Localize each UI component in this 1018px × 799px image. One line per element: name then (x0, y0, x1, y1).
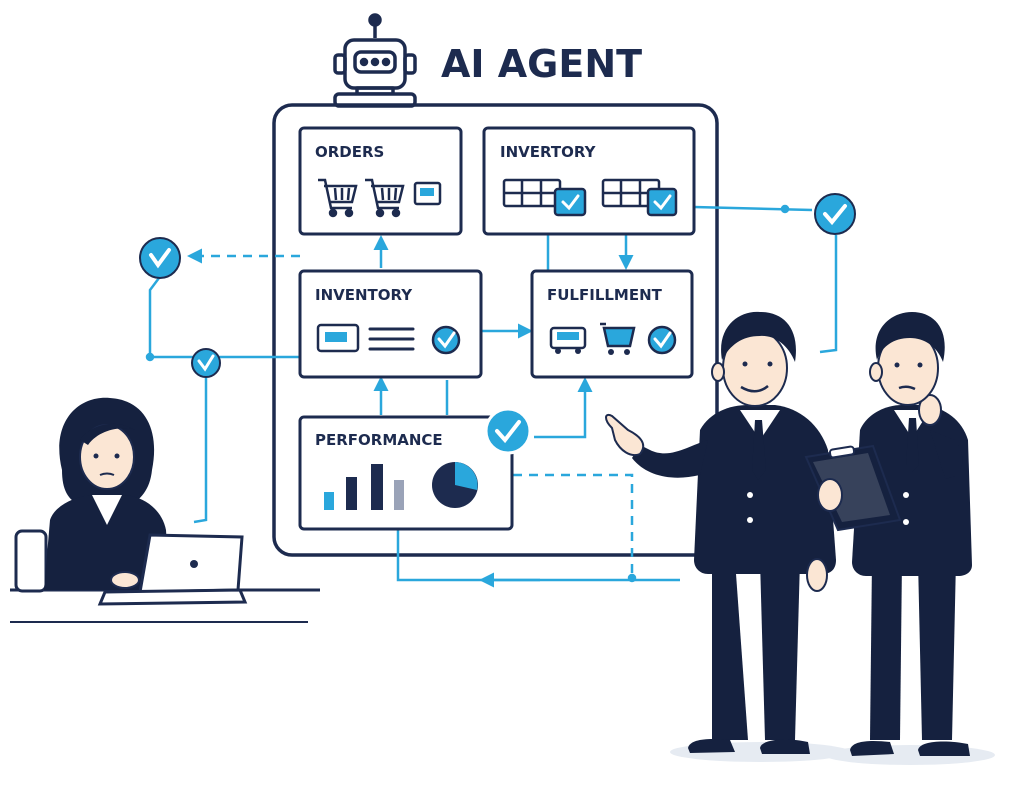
module-invertory: INVERTORY (482, 126, 696, 236)
check-badge-icon (647, 325, 677, 355)
delivery-truck-icon (549, 326, 587, 354)
check-circle-icon (139, 237, 181, 279)
module-invertory-label: INVERTORY (500, 143, 597, 161)
cart-icon (600, 322, 636, 355)
robot-icon (333, 13, 417, 108)
check-circle-icon (484, 407, 532, 455)
workflow-connections (145, 204, 838, 588)
presenter-man (605, 311, 850, 762)
shopping-cart-icon (365, 178, 405, 218)
check-badge-icon (431, 325, 461, 355)
screen-icon (413, 181, 442, 206)
module-performance-label: PERFORMANCE (315, 431, 443, 449)
module-fulfillment-label: FULFILLMENT (547, 286, 663, 304)
screen-icon (316, 323, 360, 353)
agent-frame (272, 103, 719, 557)
shopping-cart-icon (318, 178, 358, 218)
pie-chart-icon (432, 462, 478, 508)
module-fulfillment: FULFILLMENT (530, 269, 694, 379)
bar-chart-icon (324, 464, 404, 510)
woman-at-laptop (10, 397, 320, 623)
list-lines-icon (368, 327, 415, 351)
check-box-icon (553, 187, 587, 217)
thinking-man (804, 312, 995, 765)
module-performance: PERFORMANCE (298, 415, 514, 531)
module-orders-label: ORDERS (315, 143, 384, 161)
check-circle-icon (814, 193, 856, 235)
module-inventory-label: INVENTORY (315, 286, 413, 304)
check-circle-icon (191, 348, 221, 378)
page-title: AI AGENT (441, 42, 642, 86)
module-inventory: INVENTORY (298, 269, 483, 379)
module-orders: ORDERS (298, 126, 463, 236)
check-box-icon (646, 187, 678, 217)
